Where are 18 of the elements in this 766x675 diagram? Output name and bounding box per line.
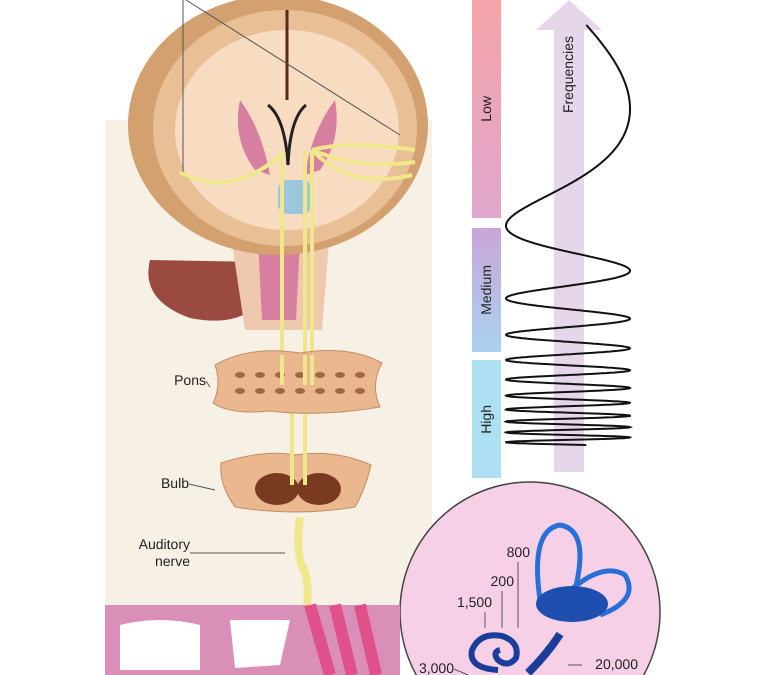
leader-line xyxy=(206,380,210,388)
frequency-number: 800 xyxy=(496,544,530,562)
frequency-arrow: Frequencies xyxy=(536,0,602,472)
frequency-band: Low xyxy=(472,0,501,218)
frequency-number: 200 xyxy=(482,573,514,591)
frequency-band: Medium xyxy=(472,228,501,352)
frequency-number: 20,000 xyxy=(582,656,638,674)
frequency-band: High xyxy=(472,360,501,478)
part-label: Pons xyxy=(164,372,206,390)
leader-line xyxy=(454,668,468,675)
frequency-number: 1,500 xyxy=(450,594,492,612)
leader-line xyxy=(484,612,486,628)
part-label: Bulb xyxy=(155,475,189,493)
frequency-number: 3,000 xyxy=(410,660,454,675)
part-label: Auditory nerve xyxy=(124,536,190,570)
leader-line xyxy=(568,664,582,666)
leader-line xyxy=(188,484,216,490)
leader-line xyxy=(190,552,286,554)
